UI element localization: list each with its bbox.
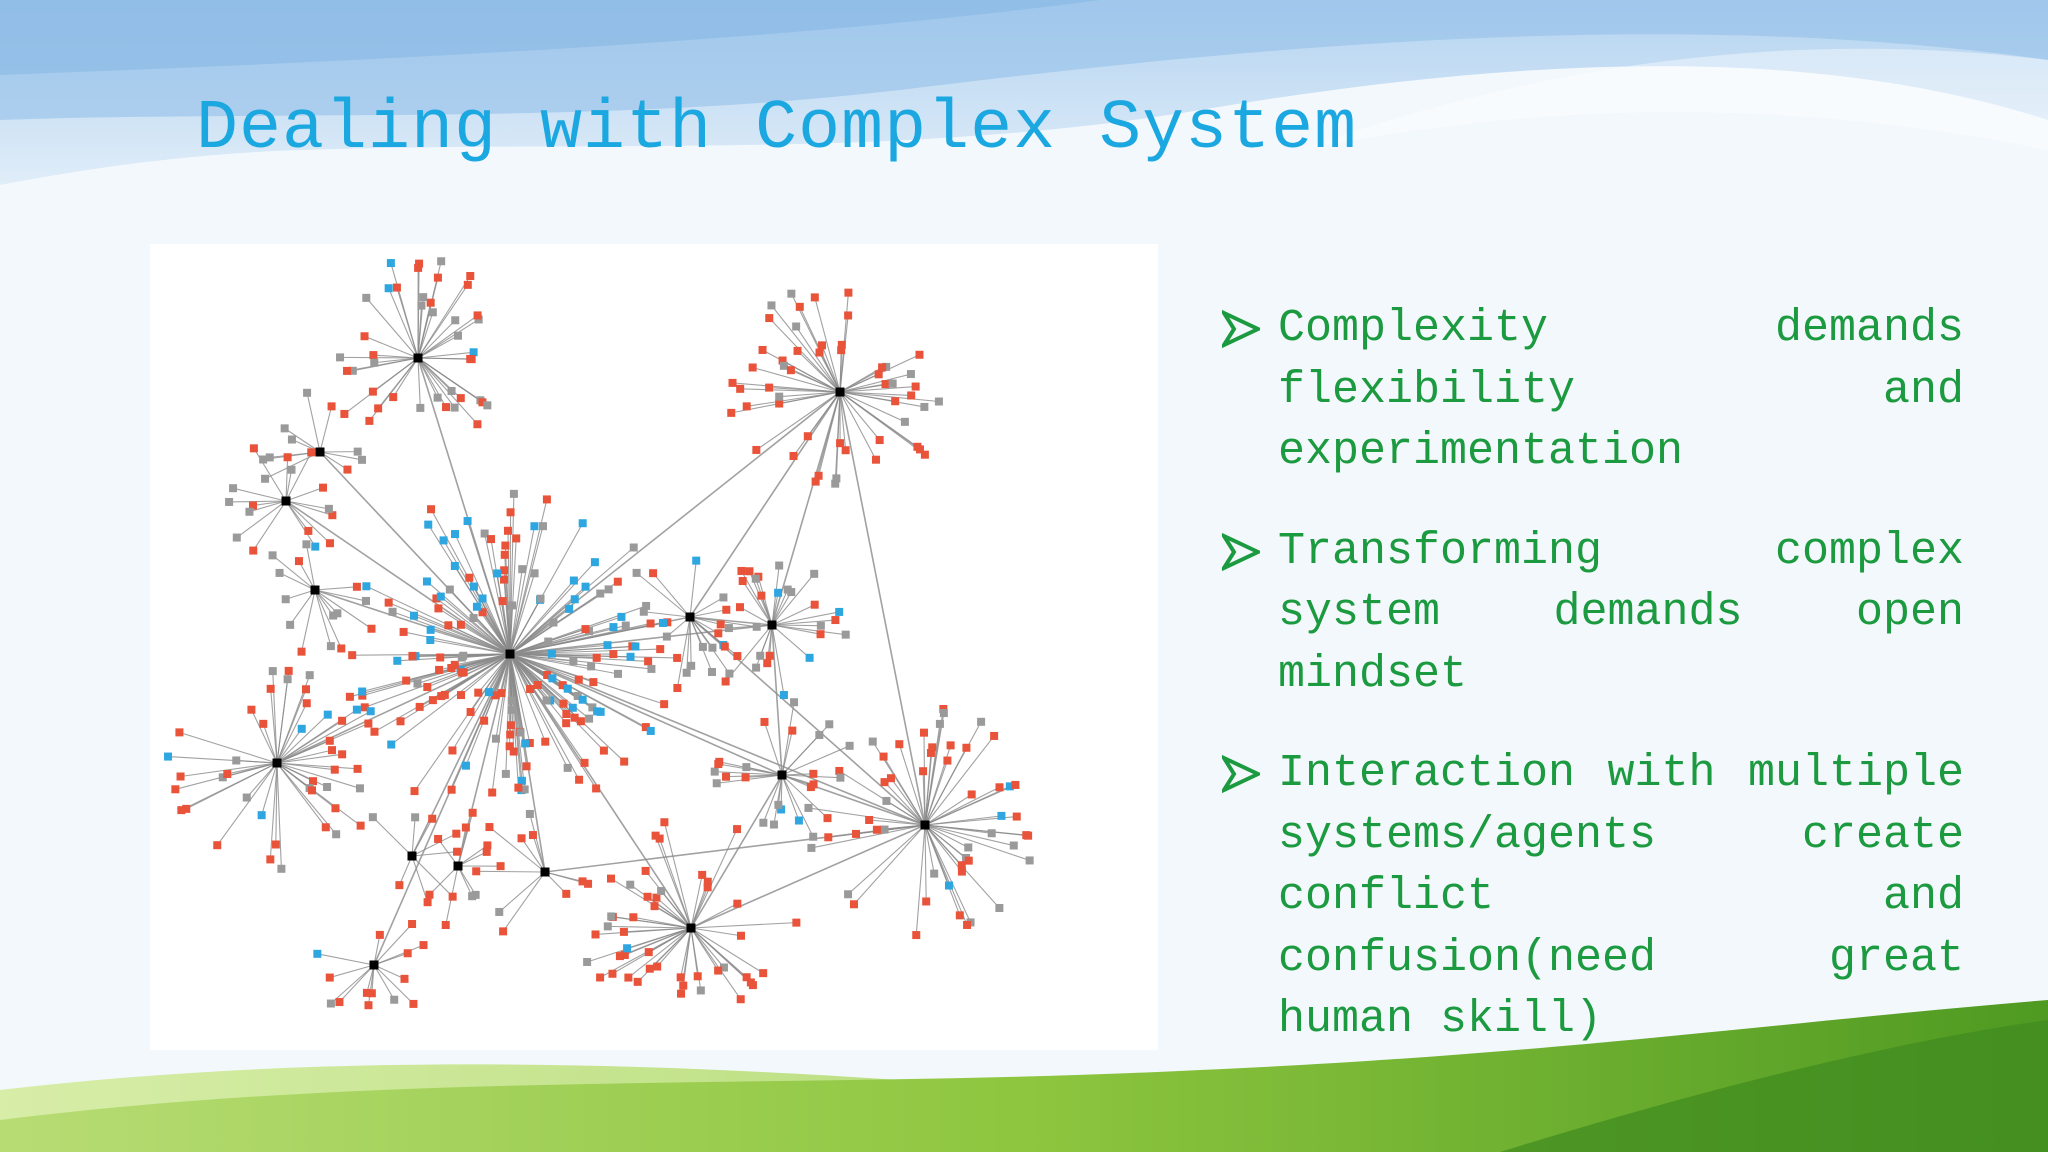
arrowhead-icon xyxy=(1222,532,1260,571)
bullet-item: Interaction with multiple systems/agents… xyxy=(1218,743,1964,1051)
bullet-item: Complexity demands flexibility and exper… xyxy=(1218,298,1964,483)
bullet-text: Complexity demands flexibility and exper… xyxy=(1278,303,1964,477)
bullet-text: Transforming complex system demands open… xyxy=(1278,525,1964,700)
arrowhead-icon xyxy=(1222,754,1260,794)
bullet-item: Transforming complex system demands open… xyxy=(1218,521,1964,706)
network-diagram-image xyxy=(150,244,1158,1050)
bullet-list: Complexity demands flexibility and exper… xyxy=(1218,298,1964,1089)
slide-title: Dealing with Complex System xyxy=(196,90,1358,169)
bullet-text: Interaction with multiple systems/agents… xyxy=(1278,748,1964,1045)
arrowhead-icon xyxy=(1222,309,1260,349)
